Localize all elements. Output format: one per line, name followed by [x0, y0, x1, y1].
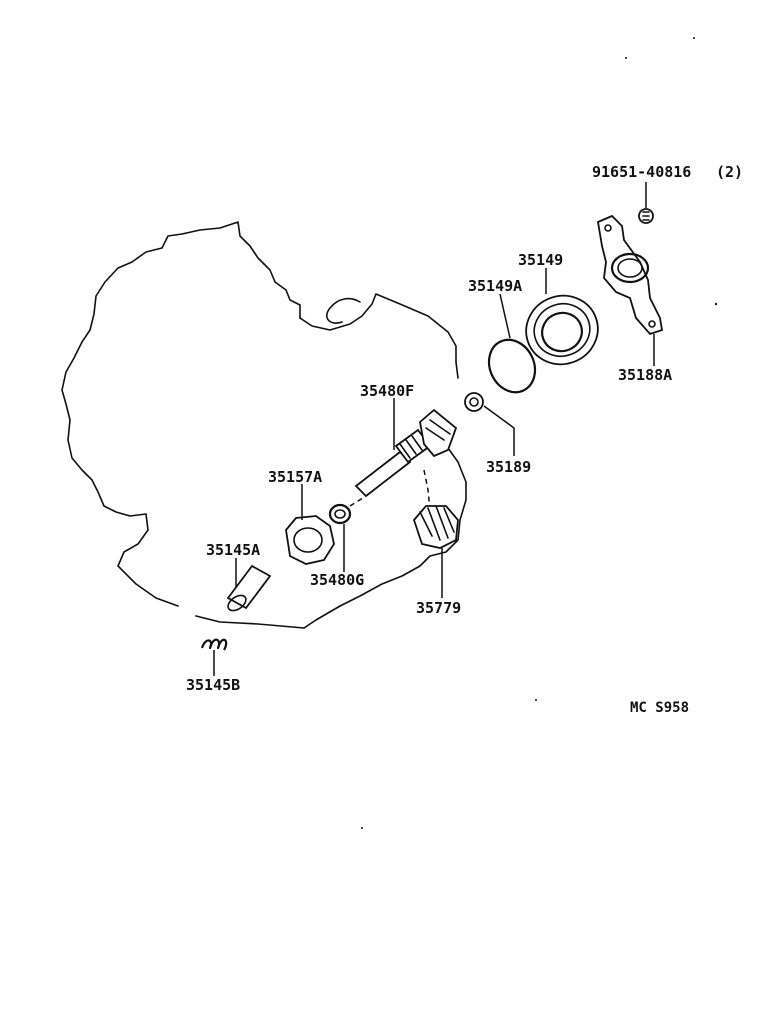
o-ring-part: [487, 293, 537, 394]
driven-shaft-part: [354, 398, 458, 498]
part-label-o-ring: 35149A: [468, 277, 522, 295]
small-plug-part: [464, 392, 515, 456]
part-label-drive-gear: 35779: [416, 599, 461, 617]
part-label-washer: 35480G: [310, 571, 364, 589]
washer-part: [328, 495, 367, 572]
spring-part: [200, 638, 228, 676]
bolt-part: [638, 182, 654, 224]
bracket-part: [596, 214, 664, 366]
part-label-bolt-qty: (2): [716, 163, 743, 181]
part-label-pin: 35145A: [206, 541, 260, 559]
scan-specks: [361, 37, 718, 829]
pin-part: [226, 558, 272, 612]
part-label-sleeve: 35157A: [268, 468, 322, 486]
transmission-housing-outline: [61, 221, 467, 629]
part-label-driven-shaft: 35480F: [360, 382, 414, 400]
part-label-oil-seal: 35149: [518, 251, 563, 269]
drawing-code: MC S958: [630, 700, 689, 716]
oil-seal-part: [525, 268, 599, 366]
sleeve-part: [285, 484, 335, 565]
part-label-small-plug: 35189: [486, 458, 531, 476]
part-label-bracket: 35188A: [618, 366, 672, 384]
part-label-bolt: 91651-40816: [592, 163, 691, 181]
drive-gear-part: [412, 505, 459, 598]
part-label-spring: 35145B: [186, 676, 240, 694]
